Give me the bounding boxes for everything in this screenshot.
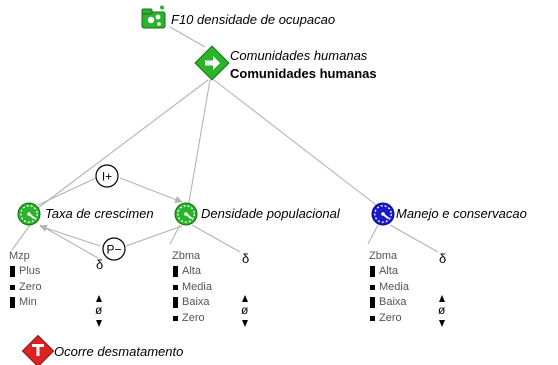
qs-densidade: Alta Media Baixa Zero — [172, 264, 212, 326]
taxa-label[interactable]: Taxa de crescimen — [45, 206, 154, 221]
delta-manejo[interactable]: δ — [439, 251, 447, 266]
qs-value[interactable]: Media — [172, 280, 212, 296]
green-gauge-icon[interactable] — [17, 202, 41, 226]
qs-value[interactable]: Zero — [369, 311, 409, 327]
edge-comunidades-taxa — [37, 79, 209, 209]
blue-gauge-icon[interactable] — [371, 202, 395, 226]
qs-taxa: Plus Zero Min — [9, 264, 42, 311]
edge-comunidades-densidade — [187, 79, 211, 209]
derivative-arrows-manejo — [439, 295, 445, 327]
edge-densidade-delta — [191, 224, 241, 253]
edge-manejo-qs — [367, 224, 379, 245]
edge-comunidades-manejo — [213, 79, 381, 209]
qs-value[interactable]: Plus — [9, 264, 42, 280]
qs-value[interactable]: Zero — [9, 280, 42, 296]
manejo-label[interactable]: Manejo e conservacao — [396, 206, 527, 221]
delta-taxa[interactable]: δ — [96, 257, 104, 272]
delta-densidade[interactable]: δ — [242, 251, 250, 266]
densidade-label[interactable]: Densidade populacional — [201, 206, 340, 221]
comunidades-label-italic[interactable]: Comunidades humanas — [230, 48, 368, 63]
qs-name-manejo: Zbma — [369, 250, 398, 262]
edge-densidade-qs — [169, 224, 181, 245]
qs-value[interactable]: Alta — [369, 264, 409, 280]
edge-taxa-iplus — [37, 177, 97, 206]
delta-zero-densidade: ø — [241, 303, 249, 317]
edge-iplus-densidade — [119, 177, 183, 204]
red-diamond-icon[interactable] — [21, 334, 55, 365]
qs-value[interactable]: Alta — [172, 264, 212, 280]
edge-taxa-delta — [39, 224, 99, 259]
f10-label[interactable]: F10 densidade de ocupacao — [171, 12, 336, 27]
edge-manejo-delta — [389, 224, 439, 253]
qs-value[interactable]: Baixa — [172, 295, 212, 311]
proportionality-p-minus[interactable]: P− — [102, 237, 126, 261]
influence-i-plus[interactable]: I+ — [95, 164, 119, 188]
qs-value[interactable]: Baixa — [369, 295, 409, 311]
derivative-arrows-densidade — [242, 295, 248, 327]
edge-densidade-pminus — [125, 225, 183, 247]
green-folder-icon[interactable] — [141, 5, 166, 29]
delta-zero-manejo: ø — [438, 303, 446, 317]
delta-zero-taxa: ø — [95, 303, 103, 317]
proportionality-p-minus-label: P− — [106, 243, 121, 257]
influence-i-plus-label: I+ — [102, 170, 112, 184]
comunidades-label-bold[interactable]: Comunidades humanas — [230, 66, 377, 81]
green-diamond-arrow-icon[interactable] — [194, 45, 230, 81]
qs-value[interactable]: Media — [369, 280, 409, 296]
edge-taxa-qs — [11, 224, 31, 251]
derivative-arrows-taxa — [96, 295, 102, 327]
edge-pminus-taxa — [39, 224, 101, 247]
ocorre-label[interactable]: Ocorre desmatamento — [54, 344, 184, 359]
qs-value[interactable]: Zero — [172, 311, 212, 327]
edge-f10-comunidades — [169, 26, 206, 48]
green-gauge-icon[interactable] — [174, 202, 198, 226]
qs-value[interactable]: Min — [9, 295, 42, 311]
qs-name-taxa: Mzp — [9, 250, 30, 262]
qs-name-densidade: Zbma — [172, 250, 201, 262]
qs-manejo: Alta Media Baixa Zero — [369, 264, 409, 326]
